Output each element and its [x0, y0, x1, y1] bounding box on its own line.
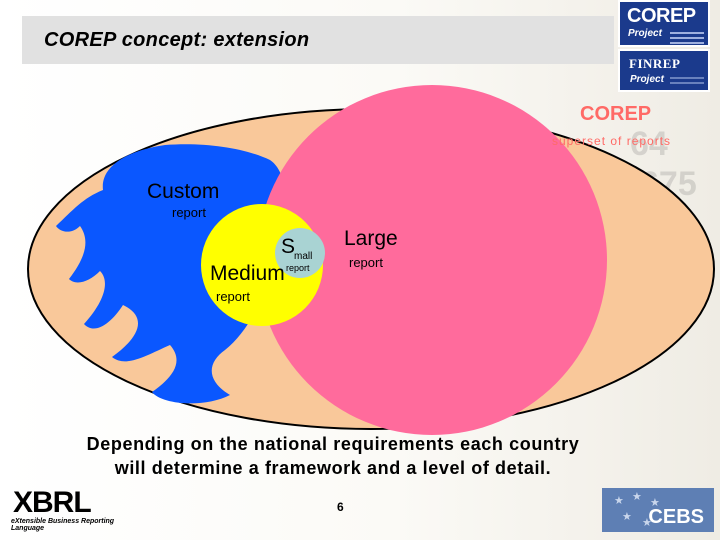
xbrl-logo-text: XBRL [13, 486, 92, 519]
star-icon: ★ [642, 517, 652, 529]
logo-line-decoration [670, 77, 704, 79]
page-number: 6 [337, 500, 344, 514]
cebs-logo: ★ ★ ★ ★ ★ CEBS [602, 488, 714, 532]
corep-label: COREP [580, 103, 652, 125]
custom-report-blob [56, 144, 286, 404]
corep-logo-subtext: Project [628, 28, 662, 39]
corep-sublabel: superset of reports [552, 134, 672, 148]
title-bar [22, 16, 614, 64]
logo-line-decoration [670, 37, 704, 39]
svg-text:64: 64 [630, 125, 668, 163]
medium-sublabel: report [216, 289, 250, 304]
xbrl-logo: XBRL eXtensible Business Reporting Langu… [8, 486, 130, 534]
logo-line-decoration [670, 32, 704, 34]
star-icon: ★ [622, 511, 632, 523]
finrep-project-logo: FINREP Project [618, 49, 710, 92]
star-icon: ★ [650, 497, 660, 509]
large-report-circle [257, 85, 607, 435]
small-report-circle [275, 228, 325, 278]
corep-project-logo: COREP Project [618, 0, 710, 47]
caption-line-1: Depending on the national requirements e… [86, 434, 580, 454]
small-label-initial: S [281, 235, 296, 258]
small-sublabel: report [286, 263, 310, 273]
logo-line-decoration [670, 42, 704, 44]
star-icon: ★ [614, 495, 624, 507]
slide-caption: Depending on the national requirements e… [0, 432, 666, 480]
finrep-logo-text: FINREP [629, 56, 681, 71]
small-label-rest: mall [294, 251, 313, 262]
medium-label: Medium [210, 262, 285, 285]
star-icon: ★ [632, 491, 642, 503]
finrep-logo-subtext: Project [630, 74, 664, 85]
xbrl-logo-tagline: eXtensible Business Reporting Language [11, 518, 115, 532]
corep-logo-text: COREP [627, 5, 696, 27]
cebs-logo-text: CEBS [648, 506, 704, 528]
caption-line-2: will determine a framework and a level o… [114, 458, 552, 478]
slide-title: COREP concept: extension [44, 29, 310, 51]
large-sublabel: report [349, 255, 383, 270]
large-label: Large [344, 227, 398, 250]
custom-sublabel: report [172, 205, 206, 220]
logo-line-decoration [670, 82, 704, 84]
custom-label: Custom [147, 180, 220, 203]
